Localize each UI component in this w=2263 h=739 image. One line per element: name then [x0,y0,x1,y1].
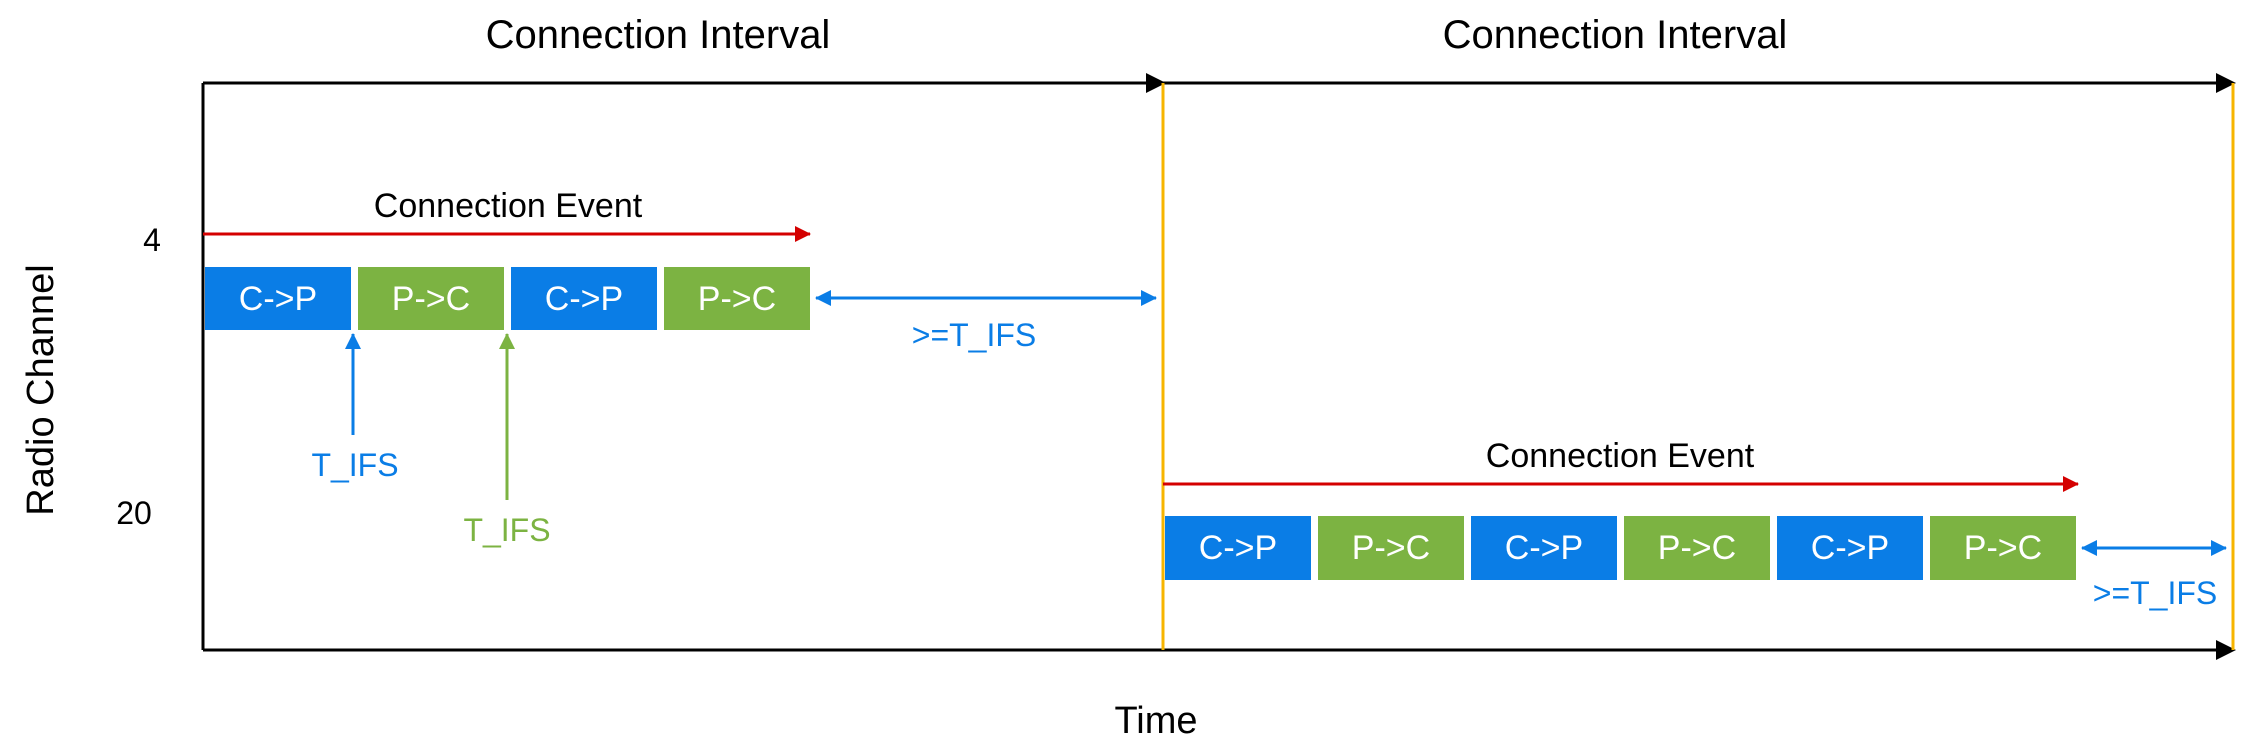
packet-label: C->P [545,280,623,318]
packet-label: C->P [239,280,317,318]
packet-box [1930,516,2076,580]
packet-label: P->C [1964,529,2042,567]
packet-label: C->P [1505,529,1583,567]
tifs-blue-label: T_IFS [311,447,398,483]
packet-label: P->C [1658,529,1736,567]
packet-box [358,267,504,330]
packet-label: P->C [1352,529,1430,567]
packet-box [664,267,810,330]
channel-4-label: 4 [143,222,161,258]
gap-1-label: >=T_IFS [912,317,1037,353]
event-2-packets: C->P P->C C->P P->C C->P P->C [1165,516,2076,580]
top-axis-arrowhead-2 [2216,73,2236,93]
top-axis-arrowhead-1 [1146,73,1166,93]
packet-box [1318,516,1464,580]
packet-label: P->C [392,280,470,318]
time-axis-arrowhead [2216,640,2236,660]
event-1-packets: C->P P->C C->P P->C [205,267,810,330]
connection-event-2-label: Connection Event [1486,437,1755,475]
packet-box [511,267,657,330]
connection-event-1-label: Connection Event [374,187,643,225]
packet-label: C->P [1811,529,1889,567]
tifs-green-label: T_IFS [463,512,550,548]
packet-box [1471,516,1617,580]
interval-1-title: Connection Interval [486,13,831,57]
packet-label: P->C [698,280,776,318]
interval-2-title: Connection Interval [1443,13,1788,57]
packet-box [1165,516,1311,580]
y-axis-label: Radio Channel [20,264,62,515]
packet-box [205,267,351,330]
packet-box [1777,516,1923,580]
packet-label: C->P [1199,529,1277,567]
channel-20-label: 20 [116,495,152,531]
gap-2-label: >=T_IFS [2093,575,2218,611]
x-axis-label: Time [1114,700,1197,739]
packet-box [1624,516,1770,580]
